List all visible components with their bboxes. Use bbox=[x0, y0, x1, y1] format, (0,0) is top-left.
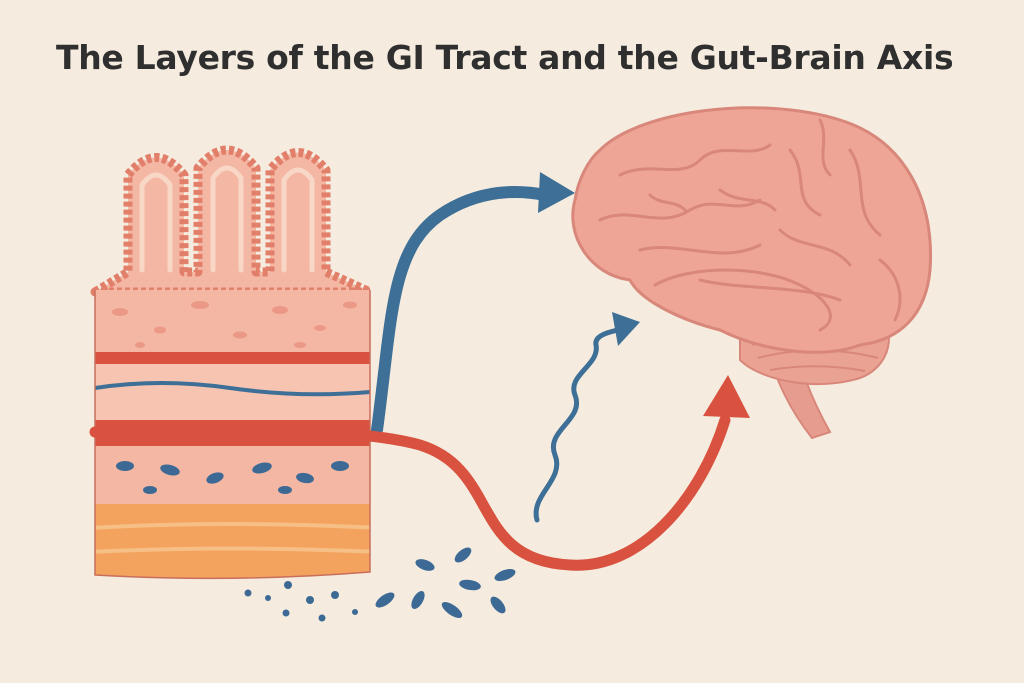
mucosa-layer bbox=[95, 290, 370, 357]
red-arrow-icon bbox=[89, 375, 750, 571]
nerve-line bbox=[95, 381, 370, 397]
serosa-layer bbox=[95, 504, 370, 579]
blue-arrow-icon bbox=[371, 172, 575, 436]
muscularis-layer bbox=[95, 446, 370, 504]
villus bbox=[90, 145, 375, 297]
bacteria-dots-icon bbox=[244, 547, 516, 622]
blue-wavy-arrow-icon bbox=[533, 312, 640, 523]
villi bbox=[90, 145, 375, 297]
cerebrum bbox=[571, 106, 933, 354]
page-title: The Layers of the GI Tract and the Gut-B… bbox=[56, 38, 954, 77]
brain-illustration-icon bbox=[571, 106, 933, 440]
vessel-band bbox=[95, 352, 370, 364]
intestinal-wall-cross-section-icon bbox=[90, 145, 375, 580]
